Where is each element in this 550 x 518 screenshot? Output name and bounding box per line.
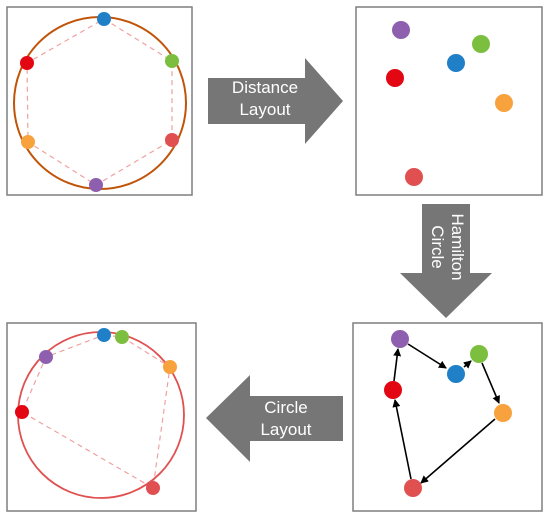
arrow-label-line2: Layout — [260, 420, 311, 439]
node-purple — [39, 350, 53, 364]
node-red-soft — [405, 168, 423, 186]
node-red — [15, 405, 29, 419]
edge-arrow — [481, 362, 500, 404]
node-green — [115, 330, 129, 344]
node-orange — [163, 360, 177, 374]
panel-distance-layout — [355, 6, 543, 196]
arrow-distance-layout: Distance Layout — [208, 58, 343, 144]
node-red — [20, 56, 34, 70]
node-purple — [89, 178, 103, 192]
node-purple — [392, 21, 410, 39]
edge-arrow — [407, 343, 447, 369]
arrow-label-line2: Layout — [239, 100, 290, 119]
node-orange — [494, 404, 512, 422]
node-red-soft — [404, 479, 422, 497]
edge-arrow — [393, 348, 402, 382]
node-red-soft — [165, 133, 179, 147]
arrow-label-line1: Distance — [232, 78, 298, 97]
panel-circle-layout — [6, 322, 197, 512]
node-orange — [21, 135, 35, 149]
node-green — [470, 345, 488, 363]
arrow-label-line1: Hamilton — [448, 213, 467, 280]
node-orange — [495, 94, 513, 112]
arrow-shape — [208, 58, 343, 144]
panel-frame — [355, 6, 543, 196]
arrow-shape — [206, 375, 343, 462]
panel-hamilton-path — [352, 322, 543, 512]
panel-frame — [6, 322, 197, 512]
node-blue — [97, 12, 111, 26]
node-red — [384, 381, 402, 399]
arrow-label-line2: Circle — [428, 225, 447, 268]
panel-frame — [352, 322, 543, 512]
node-red-soft — [146, 481, 160, 495]
node-blue — [97, 328, 111, 342]
node-blue — [447, 365, 465, 383]
panel-initial-circle — [6, 6, 193, 196]
edge-arrow — [392, 399, 412, 480]
panel-frame — [6, 6, 193, 196]
arrow-label-line1: Circle — [264, 398, 307, 417]
arrow-circle-layout: Circle Layout — [206, 375, 343, 462]
node-blue — [447, 54, 465, 72]
edge-arrow — [463, 360, 472, 369]
arrow-hamilton-circle: Hamilton Circle — [400, 204, 492, 318]
node-red — [386, 69, 404, 87]
node-green — [472, 35, 490, 53]
edge-arrow — [420, 418, 496, 484]
node-purple — [391, 330, 409, 348]
arrow-shape — [400, 204, 492, 318]
node-green — [165, 54, 179, 68]
